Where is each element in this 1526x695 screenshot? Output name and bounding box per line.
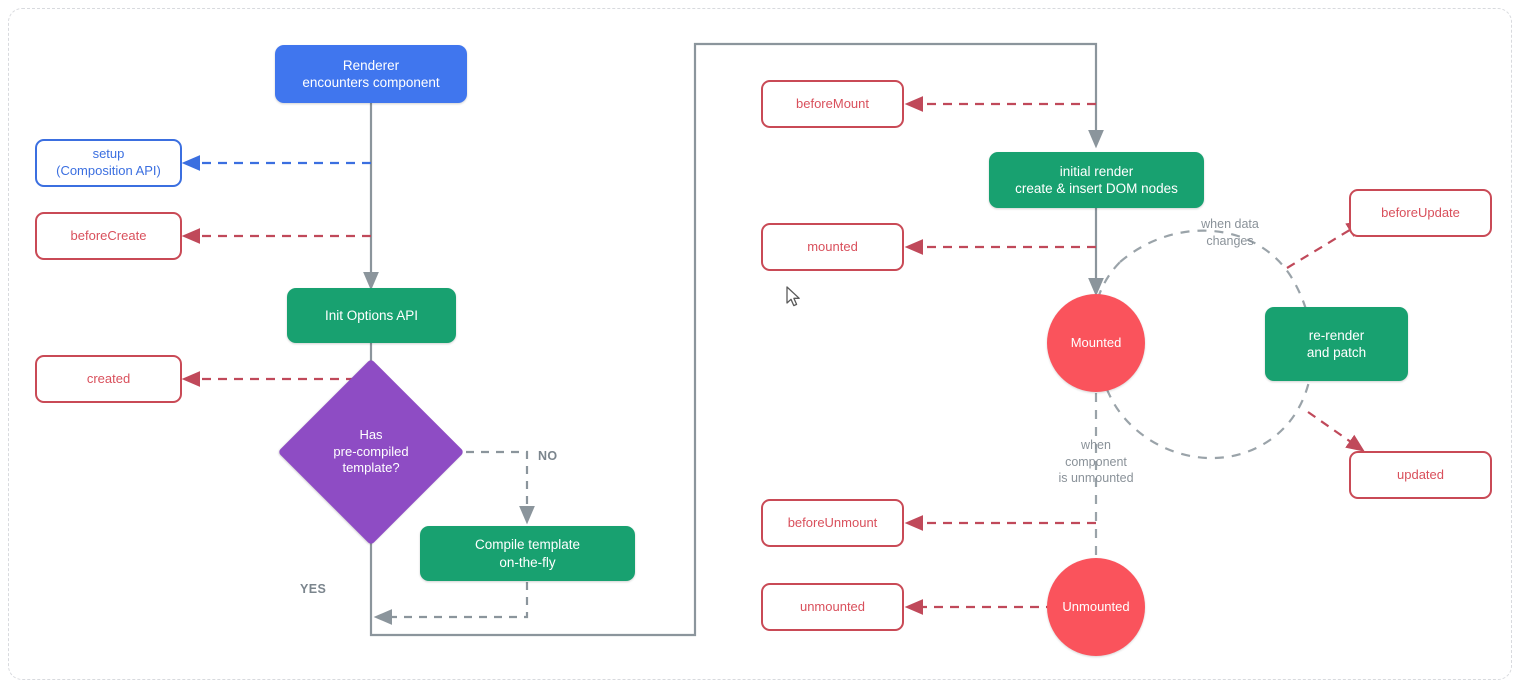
node-decision-has-precompiled-template[interactable]: Has pre-compiled template? [277,358,465,546]
node-init-options-api[interactable]: Init Options API [287,288,456,343]
node-hook-beforemount[interactable]: beforeMount [761,80,904,128]
wire-no-branch [466,450,535,525]
wire-compile-rejoin [373,582,529,625]
node-hook-beforeupdate[interactable]: beforeUpdate [1349,189,1492,237]
edge-label-when-data-changes: when data changes [1201,217,1259,248]
node-setup-composition-api[interactable]: setup (Composition API) [35,139,182,187]
node-compile-template-on-the-fly[interactable]: Compile template on-the-fly [420,526,635,581]
node-hook-created[interactable]: created [35,355,182,403]
node-hook-beforeunmount[interactable]: beforeUnmount [761,499,904,547]
edge-label-no: NO [538,449,558,463]
node-state-unmounted[interactable]: Unmounted [1047,558,1145,656]
node-initial-render[interactable]: initial render create & insert DOM nodes [989,152,1204,208]
node-re-render-and-patch[interactable]: re-render and patch [1265,307,1408,381]
wire-to-beforeupdate [1286,220,1366,269]
wire-to-updated [1307,411,1365,452]
edge-label-yes: YES [300,582,327,596]
node-state-mounted[interactable]: Mounted [1047,294,1145,392]
node-hook-mounted[interactable]: mounted [761,223,904,271]
node-hook-beforecreate[interactable]: beforeCreate [35,212,182,260]
node-renderer-encounters-component[interactable]: Renderer encounters component [275,45,467,103]
edge-label-when-component-unmounted: when component is unmounted [1058,438,1134,485]
node-hook-unmounted[interactable]: unmounted [761,583,904,631]
diamond-label: Has pre-compiled template? [333,426,409,476]
node-hook-updated[interactable]: updated [1349,451,1492,499]
wire-yes-branch [369,42,1104,637]
